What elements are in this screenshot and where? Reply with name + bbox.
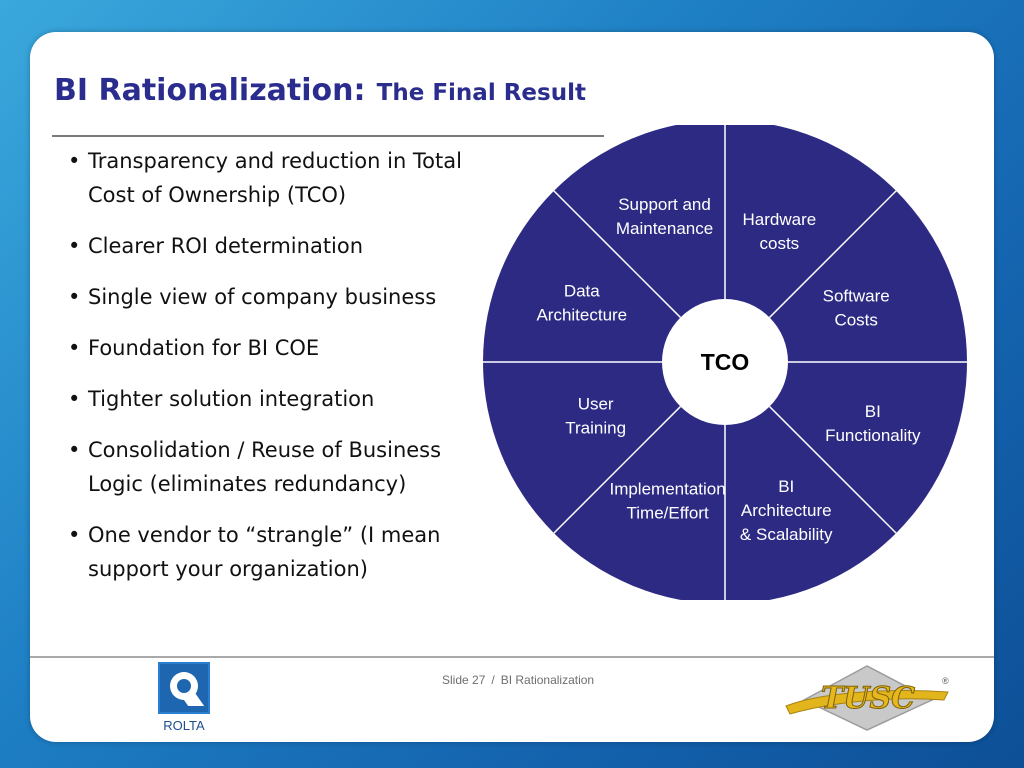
tusc-logo: TUSC ® (785, 665, 949, 731)
wheel-divider (553, 190, 681, 318)
bullet-item: Foundation for BI COE (68, 331, 498, 365)
bullet-item: Tighter solution integration (68, 382, 498, 416)
bullet-item: Single view of company business (68, 280, 498, 314)
title-sub: The Final Result (376, 80, 586, 106)
wheel-divider (769, 190, 897, 318)
bullet-item: Clearer ROI determination (68, 229, 498, 263)
rolta-logo-text: ROLTA (163, 718, 205, 733)
bullet-list: Transparency and reduction in Total Cost… (68, 144, 498, 603)
title-main: BI Rationalization: (54, 73, 366, 108)
bullet-item: Consolidation / Reuse of Business Logic … (68, 433, 498, 501)
tusc-logo-text: TUSC (821, 681, 915, 716)
slide-footer: Slide 27 / BI Rationalization (442, 673, 594, 687)
presentation-name: BI Rationalization (500, 673, 595, 687)
title-underline (52, 135, 604, 137)
wheel-divider (553, 406, 681, 534)
rolta-logo: ROLTA (158, 662, 210, 734)
slide-title: BI Rationalization: The Final Result (54, 70, 586, 108)
registered-mark: ® (942, 676, 949, 686)
rolta-logo-mark (158, 662, 210, 714)
bullet-item: Transparency and reduction in Total Cost… (68, 144, 498, 212)
footer-divider (30, 656, 994, 658)
bullet-item: One vendor to “strangle” (I mean support… (68, 518, 498, 586)
wheel-center (662, 299, 788, 425)
slide-card: BI Rationalization: The Final Result Tra… (30, 32, 994, 742)
slide-number: Slide 27 (442, 673, 486, 687)
wheel-center-label: TCO (701, 349, 750, 375)
footer-separator: / (491, 673, 495, 687)
wheel-divider (769, 406, 897, 534)
